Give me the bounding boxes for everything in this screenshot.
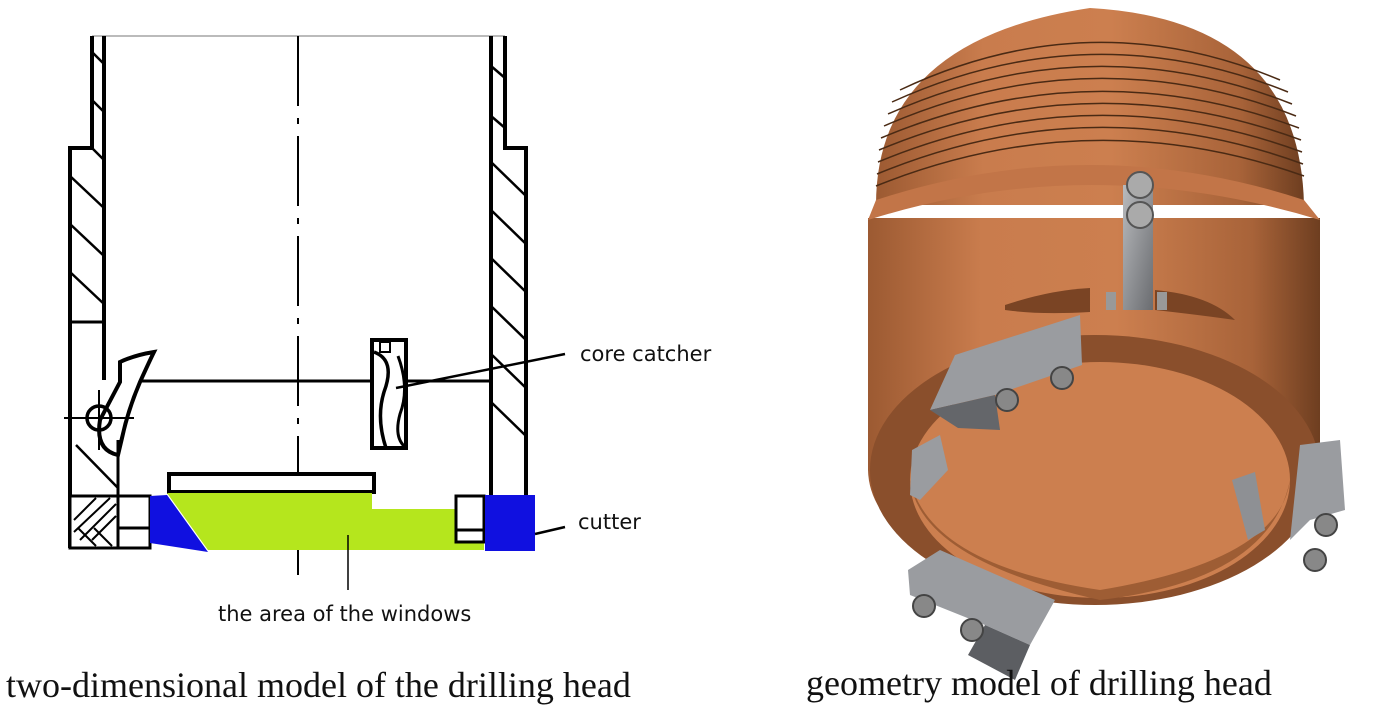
left-caption: two-dimensional model of the drilling he…: [6, 665, 631, 705]
cutter-right: [1232, 440, 1345, 572]
pivot-catcher: [64, 349, 158, 496]
left-cutter: [150, 495, 208, 552]
right-wall: [489, 36, 528, 495]
bottom-left-block: [68, 494, 152, 550]
bottom-right-block: [454, 494, 486, 544]
core-catcher: [370, 338, 408, 450]
cutter-label: cutter: [578, 510, 641, 534]
window-area-label: the area of the windows: [218, 602, 471, 626]
threads: [875, 41, 1305, 187]
core-catcher-label: core catcher: [580, 342, 712, 366]
right-caption: geometry model of drilling head: [806, 663, 1272, 703]
slot: [1005, 288, 1090, 314]
bolt-icon: [1126, 171, 1154, 199]
left-wall: [68, 36, 106, 548]
cutter-top-left: [930, 315, 1082, 430]
cutter-left: [910, 435, 948, 500]
right-cutter: [485, 495, 535, 551]
core-catcher-leader: [395, 352, 566, 390]
body-threaded: [876, 8, 1304, 205]
cutter-leader: [534, 525, 566, 536]
window-plate: [167, 472, 376, 494]
cutter-bottom-left: [908, 550, 1055, 680]
two-dimensional-model: [64, 35, 566, 590]
window-area: [167, 493, 484, 550]
geometry-model: [868, 8, 1345, 680]
bolt-icon: [1126, 201, 1154, 229]
